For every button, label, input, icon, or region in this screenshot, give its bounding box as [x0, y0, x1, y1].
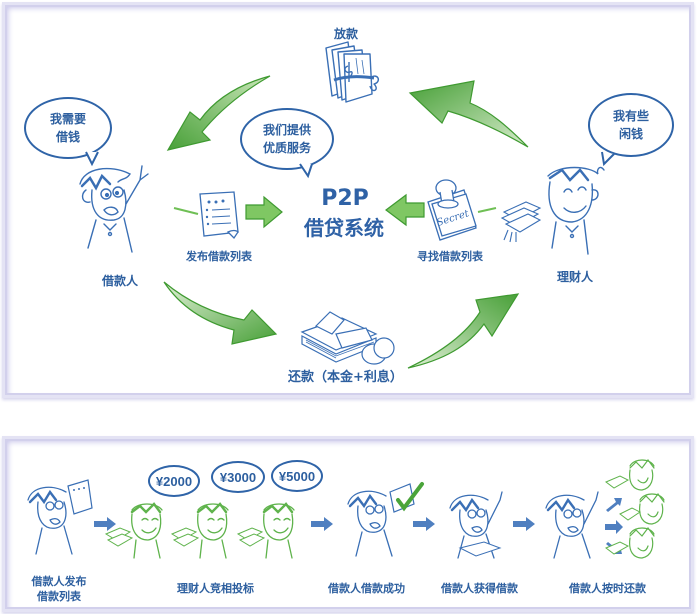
step-label-bidding: 理财人竞相投标 — [177, 582, 254, 595]
step-label-success: 借款人借款成功 — [328, 582, 405, 595]
document-list-icon — [173, 191, 239, 240]
bidding-process-panel — [2, 436, 694, 612]
bubble-line: 我有些 — [612, 109, 649, 123]
borrower-with-document-figure — [27, 479, 93, 555]
lender-bidding-figure — [236, 502, 295, 559]
borrower-success-figure — [347, 482, 424, 557]
repay-label: 还款（本金+利息） — [288, 370, 403, 385]
publish-list-label: 发布借款列表 — [186, 250, 252, 263]
bubble-tail — [85, 151, 99, 167]
step-arrow — [94, 517, 116, 531]
bubble-tail — [601, 151, 615, 167]
bubble-line: 我们提供 — [262, 123, 311, 137]
step-label-obtain: 借款人获得借款 — [441, 582, 518, 595]
bubble-tail — [299, 163, 313, 179]
lender-figure — [500, 166, 605, 255]
arrow-repay-to-lender — [407, 293, 520, 369]
repaid-lenders-figures — [605, 459, 665, 559]
system-title: P2P — [321, 186, 369, 211]
arrow-lender-to-disburse — [408, 80, 529, 148]
system-subtitle: 借贷系统 — [304, 216, 384, 240]
disburse-label: 放款 — [334, 27, 359, 41]
borrower-figure — [79, 165, 149, 253]
step-arrow — [311, 517, 333, 531]
lender-label: 理财人 — [557, 270, 594, 284]
bubble-line: 闲钱 — [618, 127, 643, 141]
bid-bubble: ¥2000 — [148, 465, 200, 497]
money-bundle-icon — [325, 41, 380, 103]
bubble-line: 我需要 — [49, 112, 86, 126]
bubble-line: 借钱 — [55, 130, 80, 144]
step-label-repay: 借款人按时还款 — [569, 582, 646, 595]
search-list-label: 寻找借款列表 — [417, 250, 483, 263]
borrower-label: 借款人 — [102, 274, 139, 288]
cash-stack-icon — [300, 311, 395, 365]
step-arrow — [513, 517, 535, 531]
step-label-line: 借款人发布 — [31, 575, 87, 588]
platform-speech-bubble: 我们提供优质服务 — [240, 108, 334, 170]
lender-bidding-figure — [104, 502, 163, 559]
bubble-line: 优质服务 — [262, 141, 311, 155]
borrower-repays-figure — [545, 491, 599, 559]
borrower-speech-bubble: 我需要借钱 — [24, 97, 112, 159]
stamp-document-icon: Secret — [427, 179, 497, 241]
step-label-publish: 借款人发布 借款列表 — [24, 574, 94, 604]
borrower-receives-money-figure — [449, 491, 503, 559]
arrow-publish-to-system — [245, 195, 283, 229]
arrow-search-to-system — [385, 193, 425, 227]
step-arrow — [413, 517, 435, 531]
bid-bubble: ¥5000 — [271, 460, 323, 492]
step-label-line: 借款列表 — [37, 590, 81, 603]
lender-bidding-figure — [170, 502, 229, 559]
bid-bubble: ¥3000 — [211, 461, 265, 493]
arrow-disburse-to-borrower — [166, 75, 271, 151]
lender-speech-bubble: 我有些闲钱 — [588, 93, 674, 157]
arrow-borrower-to-repay — [163, 281, 278, 345]
